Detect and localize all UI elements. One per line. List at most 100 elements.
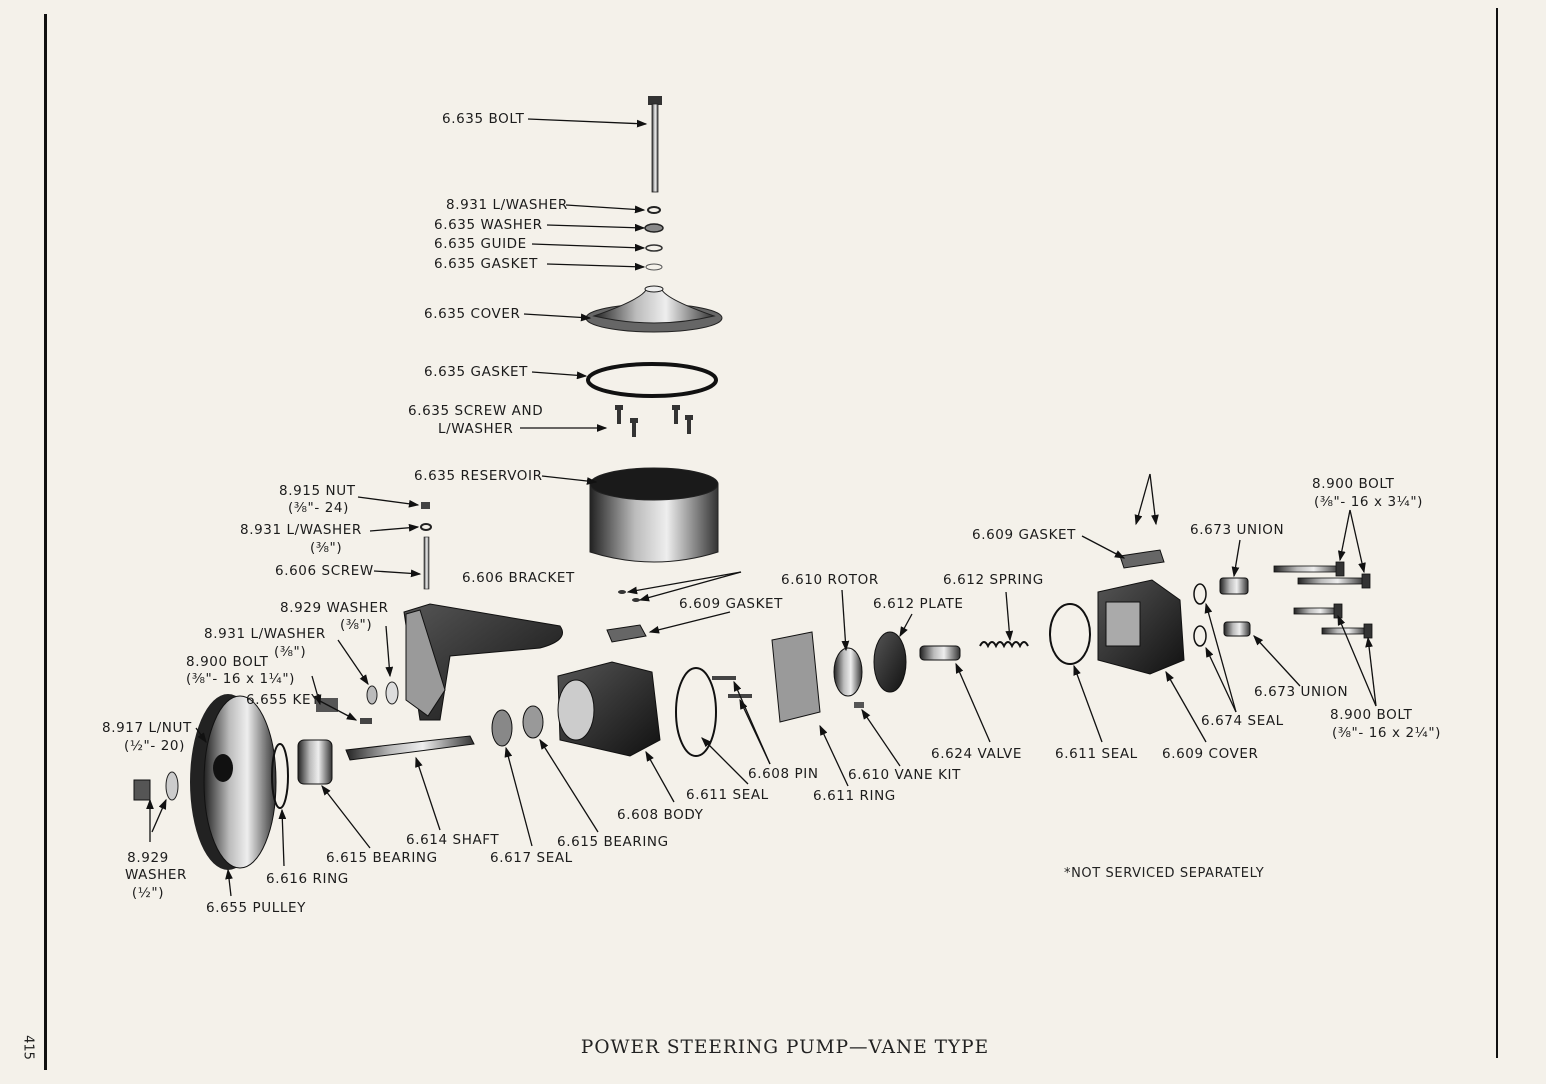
label-union-673a: 6.673 UNION xyxy=(1190,522,1285,538)
label-lwasher-931-line2: (⅜") xyxy=(310,540,343,556)
plate-612-part xyxy=(873,631,907,693)
nut-915-part xyxy=(421,502,430,509)
label-washer-929b-line3: (½") xyxy=(131,885,165,901)
label-nut-915-line1: 8.915 NUT xyxy=(279,483,356,499)
washer-929b-part xyxy=(165,771,179,801)
guide-635-part xyxy=(645,244,663,252)
seal-674a-part xyxy=(1193,583,1207,605)
label-seal-617: 6.617 SEAL xyxy=(490,850,573,866)
gasket-635-top-part xyxy=(645,263,663,271)
label-gasket-635-top: 6.635 GASKET xyxy=(434,256,539,272)
valve-624-part xyxy=(919,645,961,661)
vane-kit-610-part xyxy=(854,702,864,708)
label-ring-616: 6.616 RING xyxy=(266,871,349,887)
label-nut-915-line2: (⅜"- 24) xyxy=(288,500,349,516)
label-cover-635: 6.635 COVER xyxy=(424,306,521,322)
bearing-615a-part xyxy=(297,739,333,785)
seal-611b-part xyxy=(1049,603,1091,665)
pulley-655-part xyxy=(190,694,277,870)
screws-635-part xyxy=(615,405,693,437)
label-gasket-609a: 6.609 GASKET xyxy=(679,596,784,612)
label-guide-635: 6.635 GUIDE xyxy=(434,236,527,252)
label-reservoir-635: 6.635 RESERVOIR xyxy=(414,468,543,484)
union-673b-part xyxy=(1223,621,1251,637)
label-seal-611b: 6.611 SEAL xyxy=(1055,746,1138,762)
seal-611a-part xyxy=(675,667,717,757)
label-vane-kit-610: 6.610 VANE KIT xyxy=(848,767,961,783)
reservoir-635-part xyxy=(589,467,719,563)
lnut-917-part xyxy=(133,779,151,801)
bolt-635-part xyxy=(648,96,662,193)
label-body-608: 6.608 BODY xyxy=(617,807,704,823)
label-gasket-609b: 6.609 GASKET xyxy=(972,527,1077,543)
ring-611-part xyxy=(771,631,821,723)
seal-674b-part xyxy=(1193,625,1207,647)
leader-lines xyxy=(146,118,1377,897)
ring-616-part xyxy=(271,743,289,809)
gasket-635-part xyxy=(586,362,718,398)
label-union-673b: 6.673 UNION xyxy=(1254,684,1349,700)
label-rotor-610: 6.610 ROTOR xyxy=(781,572,879,588)
shaft-614-part xyxy=(345,735,475,761)
label-lwasher-931: 8.931 L/WASHER xyxy=(446,197,568,213)
key-655-part xyxy=(360,718,372,724)
pin-608a-part xyxy=(712,676,736,680)
label-screw-606: 6.606 SCREW xyxy=(275,563,374,579)
label-bolt-900-line1: 8.900 BOLT xyxy=(186,654,269,670)
label-lwasher-931b-line1: 8.931 L/WASHER xyxy=(204,626,326,642)
gasket-609a-part xyxy=(606,624,647,643)
cover-635-part xyxy=(585,285,723,333)
cover-609-part xyxy=(1097,579,1185,675)
label-screw-635-line1: 6.635 SCREW AND xyxy=(408,403,544,419)
screw-606-part xyxy=(423,536,430,590)
spring-612-part xyxy=(979,641,1029,649)
label-bracket-606: 6.606 BRACKET xyxy=(462,570,575,586)
label-seal-674: 6.674 SEAL xyxy=(1201,713,1284,729)
label-bolt-900b-line1: 8.900 BOLT xyxy=(1312,476,1395,492)
left-border-rule xyxy=(44,14,47,1070)
label-washer-635: 6.635 WASHER xyxy=(434,217,543,233)
body-608-part xyxy=(557,661,661,757)
label-spring-612: 6.612 SPRING xyxy=(943,572,1044,588)
label-bearing-615a: 6.615 BEARING xyxy=(326,850,438,866)
label-plate-612: 6.612 PLATE xyxy=(873,596,964,612)
label-valve-624: 6.624 VALVE xyxy=(931,746,1022,762)
label-cover-609: 6.609 COVER xyxy=(1162,746,1259,762)
diagram-title: POWER STEERING PUMP—VANE TYPE xyxy=(580,1037,990,1058)
label-pulley-655: 6.655 PULLEY xyxy=(206,900,306,916)
label-washer-929b-line1: 8.929 xyxy=(127,850,169,866)
label-pin-608: 6.608 PIN xyxy=(748,766,819,782)
right-border-rule xyxy=(1496,8,1498,1058)
rotor-610-part xyxy=(833,647,863,697)
bearing-615b-part xyxy=(522,705,544,739)
gasket-609b-part xyxy=(1119,549,1165,569)
label-shaft-614: 6.614 SHAFT xyxy=(406,832,500,848)
label-bolt-900c-line2: (⅜"- 16 x 2¼") xyxy=(1332,725,1442,741)
washer-635-part xyxy=(644,223,664,233)
label-ring-611: 6.611 RING xyxy=(813,788,896,804)
label-seal-611a: 6.611 SEAL xyxy=(686,787,769,803)
label-washer-929b-line2: WASHER xyxy=(124,867,188,883)
label-lwasher-931-line1: 8.931 L/WASHER xyxy=(240,522,362,538)
bracket-606-part xyxy=(403,603,563,721)
lwasher-931b-part xyxy=(366,685,378,705)
seal-617-part xyxy=(491,709,513,747)
page-number: 415 xyxy=(20,1035,36,1060)
label-bolt-900b-line2: (⅜"- 16 x 3¼") xyxy=(1314,494,1424,510)
label-bolt-900-line2: (⅜"- 16 x 1¼") xyxy=(186,671,296,687)
label-screw-635-line2: L/WASHER xyxy=(438,421,514,437)
label-gasket-635: 6.635 GASKET xyxy=(424,364,529,380)
label-washer-929-line1: 8.929 WASHER xyxy=(280,600,389,616)
bolts-900-part xyxy=(1273,561,1373,639)
lwasher-931-part xyxy=(647,206,661,214)
lwasher-931-part-b xyxy=(420,523,432,531)
label-lnut-917-line1: 8.917 L/NUT xyxy=(102,720,192,736)
label-bolt-635: 6.635 BOLT xyxy=(442,111,525,127)
label-bearing-615b: 6.615 BEARING xyxy=(557,834,669,850)
note-not-serviced: *NOT SERVICED SEPARATELY xyxy=(1064,866,1265,881)
label-lwasher-931b-line2: (⅜") xyxy=(274,644,307,660)
label-lnut-917-line2: (½"- 20) xyxy=(124,738,185,754)
union-673a-part xyxy=(1219,577,1249,595)
label-key-655: 6.655 KEY xyxy=(246,692,320,708)
